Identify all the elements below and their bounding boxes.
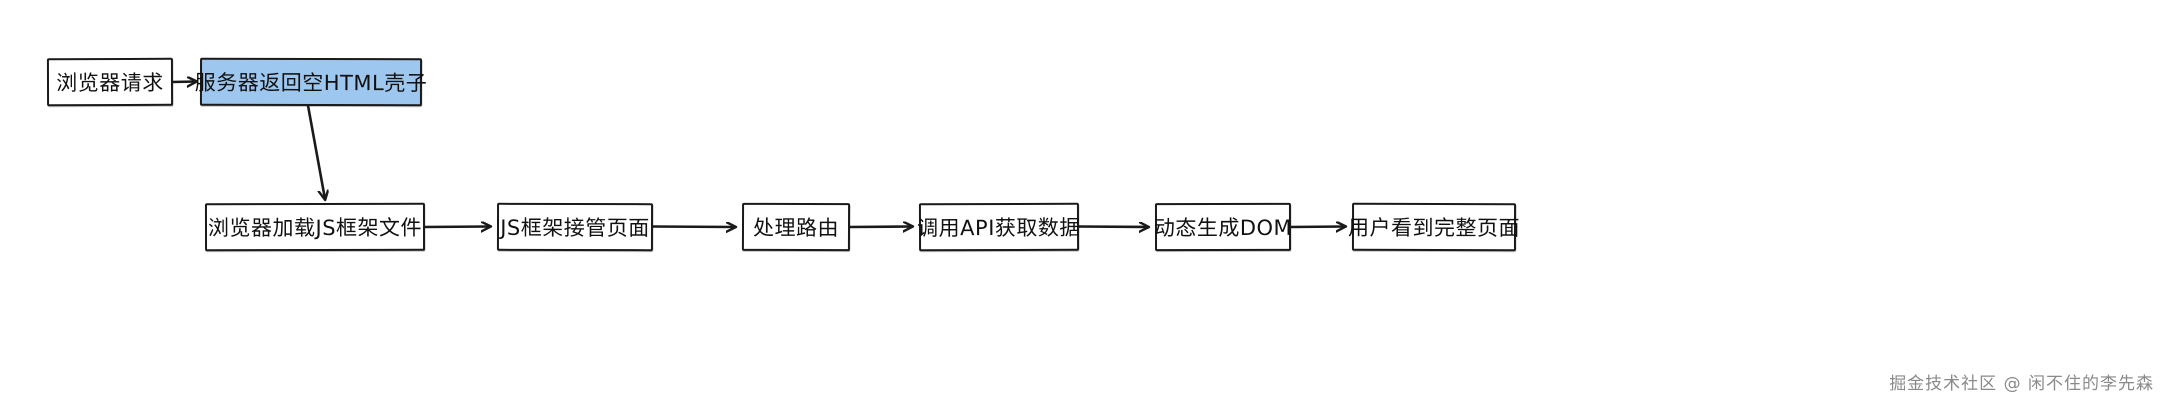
node-handle-routing[interactable]: 处理路由 xyxy=(741,202,851,252)
node-server-returns-empty-html[interactable]: 服务器返回空HTML壳子 xyxy=(195,57,427,107)
node-generate-dom-dynamically[interactable]: 动态生成DOM xyxy=(1153,202,1293,252)
node-label: 处理路由 xyxy=(752,215,840,240)
node-call-api-fetch-data[interactable]: 调用API获取数据 xyxy=(917,202,1081,252)
node-js-framework-takes-over[interactable]: JS框架接管页面 xyxy=(496,202,654,252)
node-browser-request[interactable]: 浏览器请求 xyxy=(46,57,174,107)
edge-n3-n4 xyxy=(422,227,490,228)
node-label: 调用API获取数据 xyxy=(917,215,1081,240)
edge-n2-n3 xyxy=(305,98,325,199)
node-label: 动态生成DOM xyxy=(1153,215,1293,240)
node-user-sees-full-page[interactable]: 用户看到完整页面 xyxy=(1348,202,1520,252)
edge-n6-n7 xyxy=(1076,227,1148,228)
node-browser-loads-js-framework[interactable]: 浏览器加载JS框架文件 xyxy=(204,202,426,252)
edge-n7-n8 xyxy=(1288,227,1345,228)
node-label: JS框架接管页面 xyxy=(500,215,650,240)
watermark-text: 掘金技术社区 @ 闲不住的李先森 xyxy=(1889,374,2154,394)
node-label: 浏览器加载JS框架文件 xyxy=(207,215,423,240)
node-label: 服务器返回空HTML壳子 xyxy=(194,70,428,95)
edge-n5-n6 xyxy=(848,227,912,228)
node-label: 用户看到完整页面 xyxy=(1347,215,1521,240)
edge-n1-n2 xyxy=(170,82,196,83)
node-label: 浏览器请求 xyxy=(56,70,164,95)
edge-n4-n5 xyxy=(650,227,735,228)
